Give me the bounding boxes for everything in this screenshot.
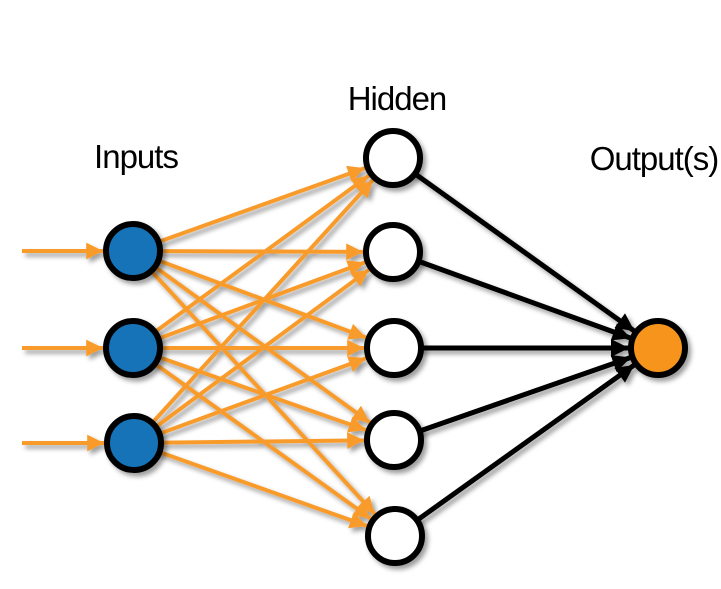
- input-to-hidden-edge: [131, 249, 371, 425]
- input-to-hidden-edge: [132, 249, 367, 340]
- input-to-hidden-edge: [133, 441, 368, 529]
- input-node: [103, 221, 163, 281]
- hidden-to-output-edge: [391, 155, 636, 334]
- hidden-layer-label: Hidden: [348, 80, 447, 117]
- hidden-to-output-edge: [393, 362, 636, 539]
- input-to-hidden-edge: [131, 174, 370, 350]
- hidden-node: [364, 410, 424, 470]
- hidden-to-output-edge: [392, 249, 632, 341]
- hidden-to-output-edge: [393, 354, 632, 443]
- input-to-hidden-edge: [132, 346, 367, 433]
- hidden-node: [363, 128, 423, 188]
- input-to-hidden-edge: [132, 243, 364, 261]
- input-to-hidden-edge: [131, 249, 377, 516]
- input-to-hidden-edge: [133, 356, 367, 445]
- input-node: [103, 318, 163, 378]
- nodes-layer: [103, 128, 688, 566]
- input-to-hidden-edge: [132, 260, 366, 350]
- input-to-hidden-edge: [132, 178, 375, 445]
- outputs-layer-label: Output(s): [590, 140, 719, 177]
- hidden-node: [363, 222, 423, 282]
- input-to-hidden-edge: [131, 346, 372, 521]
- hidden-node: [364, 318, 424, 378]
- output-node: [628, 318, 688, 378]
- labels-layer: Inputs Hidden Output(s): [94, 80, 719, 177]
- inputs-layer-label: Inputs: [94, 138, 178, 175]
- input-node: [104, 413, 164, 473]
- input-to-hidden-edge: [133, 432, 365, 449]
- edges-layer: [22, 155, 636, 539]
- input-to-hidden-edge: [132, 165, 366, 253]
- hidden-node: [365, 506, 425, 566]
- input-to-hidden-edge: [132, 268, 371, 445]
